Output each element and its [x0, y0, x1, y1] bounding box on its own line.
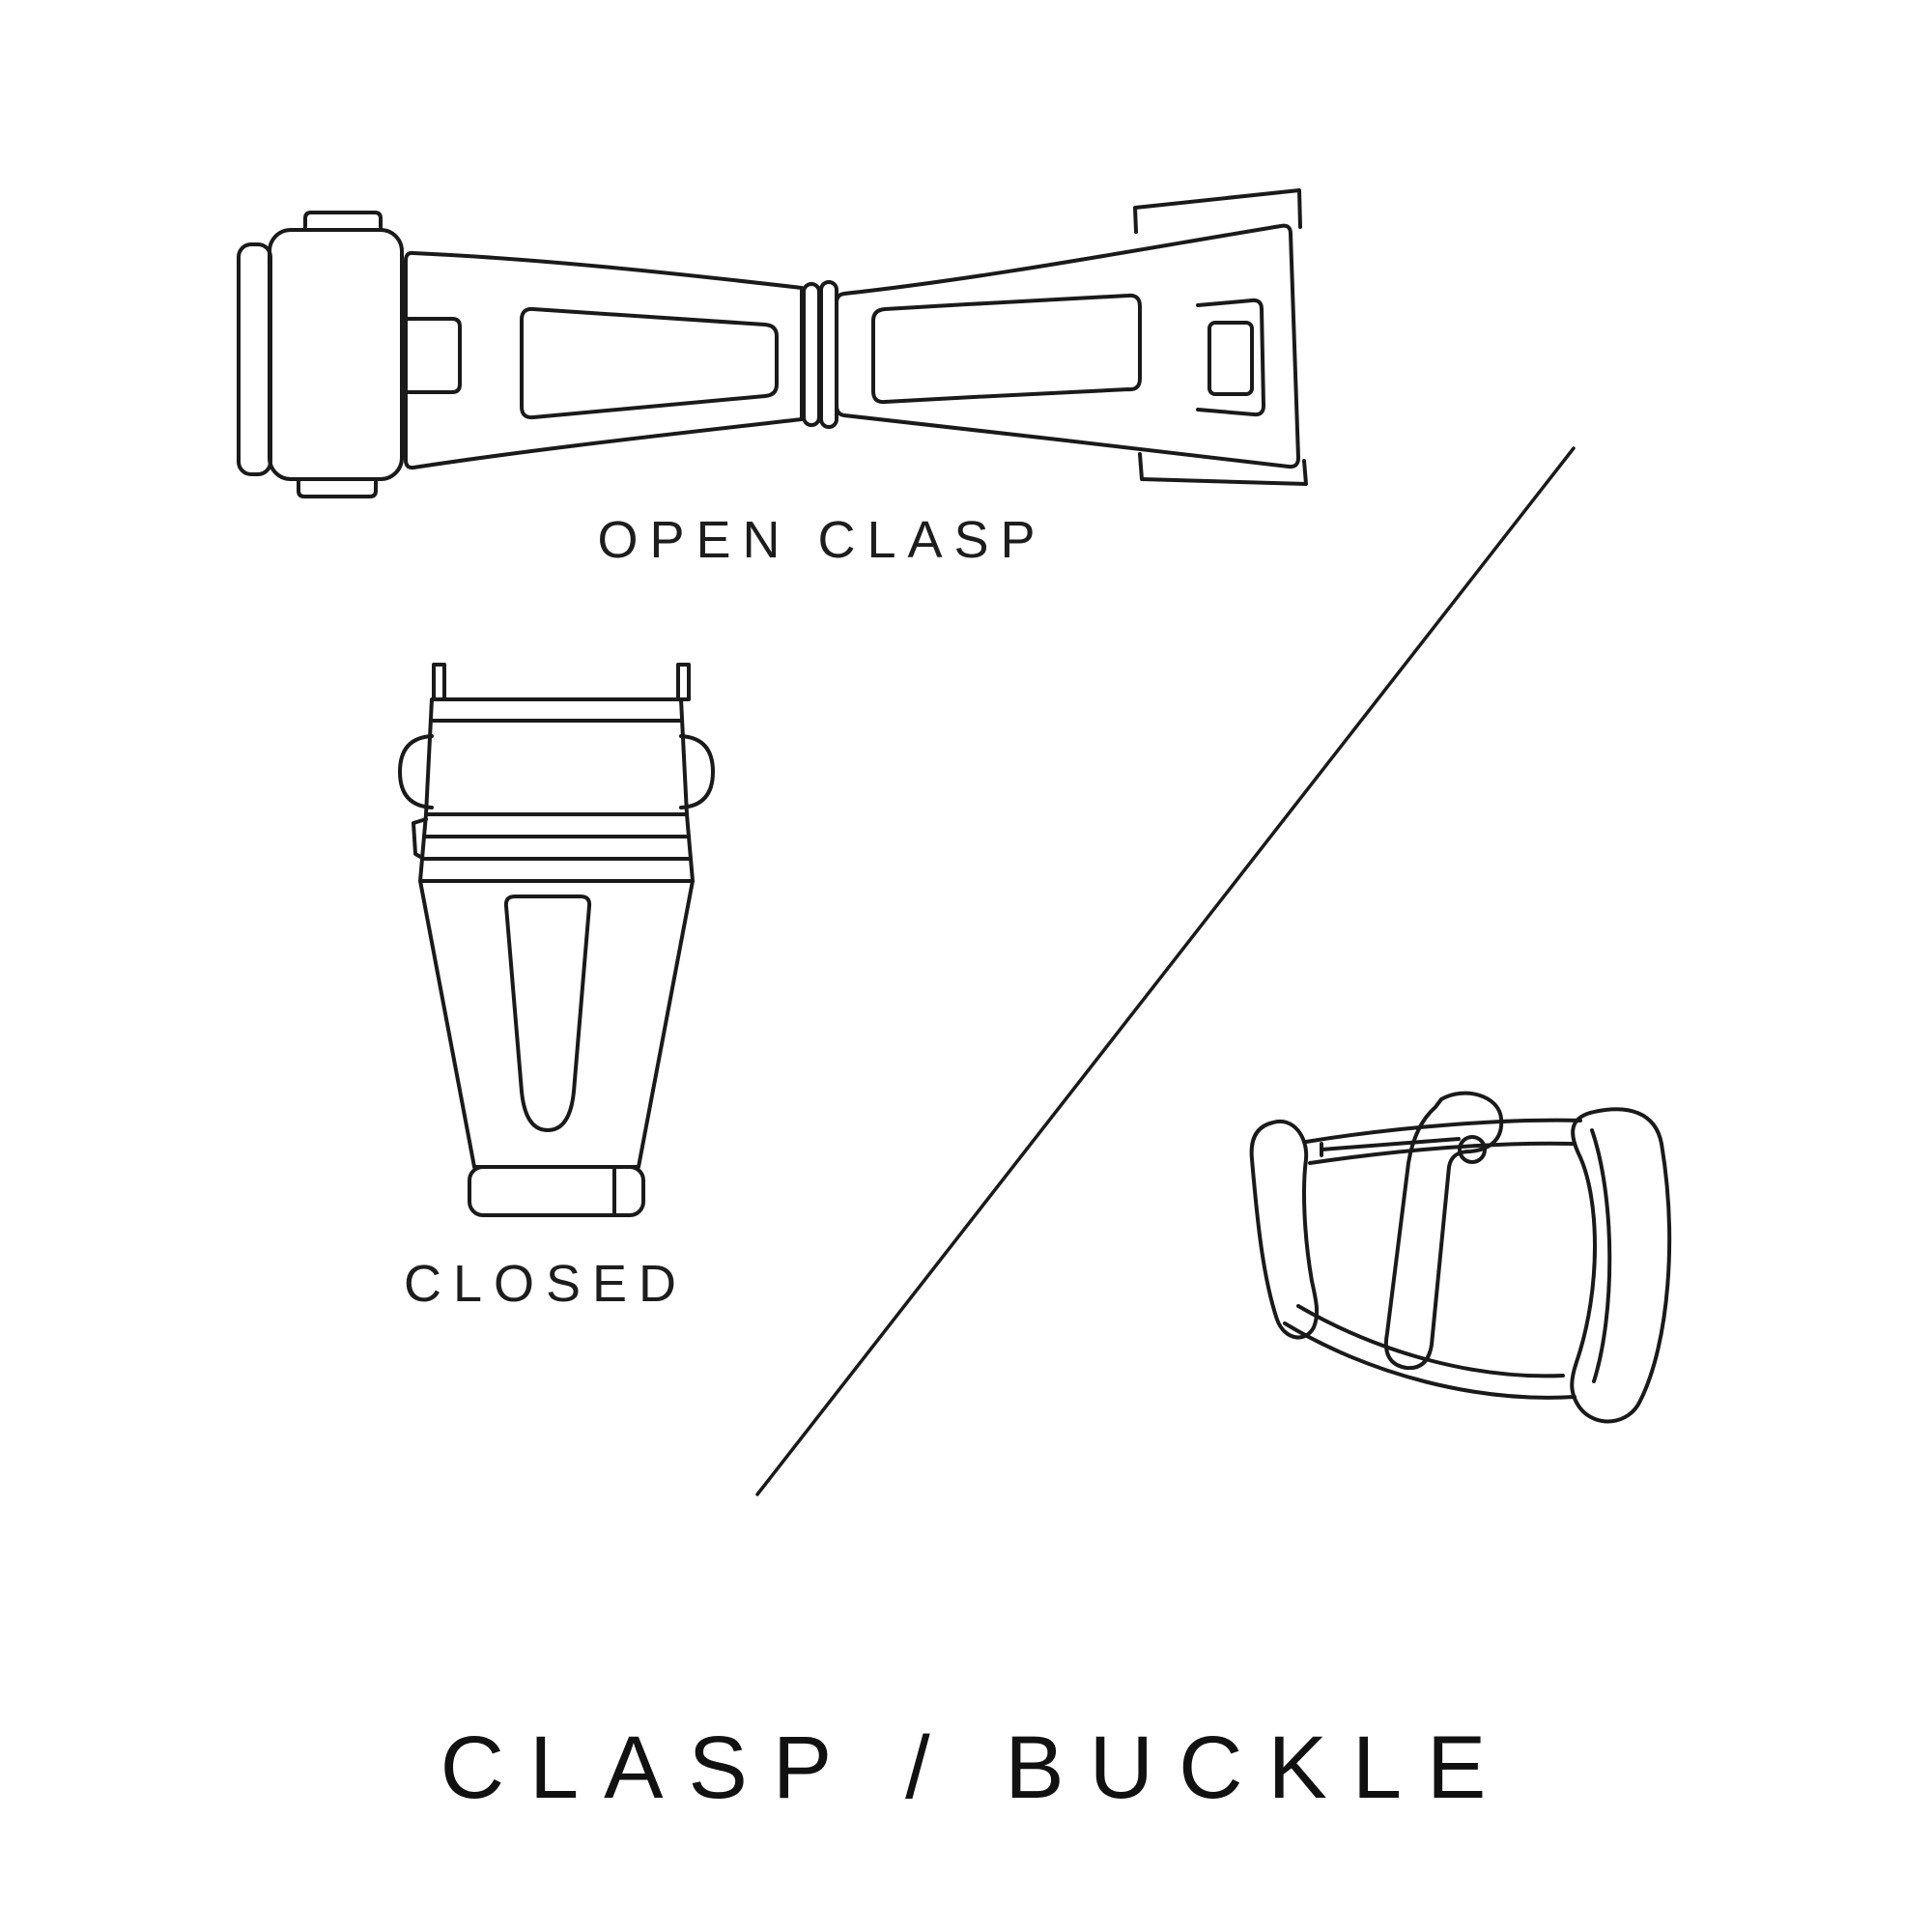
open-clasp-catch: [1196, 298, 1265, 417]
buckle-prong: [1384, 1091, 1504, 1371]
open-clasp-left-arm-inner: [520, 306, 779, 420]
closed-clasp-prong-left: [432, 663, 446, 701]
diagonal-divider: [755, 446, 1576, 1496]
open-clasp-right-arm-inner: [871, 293, 1142, 405]
buckle-illustration: [1249, 1091, 1672, 1424]
open-clasp-catch-cutout: [1208, 321, 1254, 396]
buckle-bottom-bar-inner: [1296, 1304, 1565, 1378]
open-clasp-bottom-tab: [297, 477, 378, 498]
open-clasp-top-tab: [303, 211, 383, 232]
closed-clasp-body: [418, 879, 695, 1169]
open-clasp-hinge-bar-1: [802, 282, 821, 427]
open-clasp-notch: [404, 317, 462, 394]
open-clasp-end-link: [237, 242, 272, 476]
closed-clasp-right-ear: [679, 734, 715, 810]
open-clasp-right-arm: [835, 223, 1300, 469]
open-clasp-left-block: [268, 228, 404, 481]
open-clasp-left-arm: [404, 250, 804, 470]
buckle-pin-bar: [1320, 1137, 1461, 1151]
buckle-left-side: [1249, 1119, 1320, 1340]
closed-clasp-label: CLOSED: [403, 1255, 689, 1313]
open-clasp-top-flange: [1133, 188, 1302, 234]
open-clasp-label: OPEN CLASP: [597, 511, 1047, 569]
closed-clasp-inner-slot: [503, 895, 592, 1132]
closed-clasp-prong-right: [676, 663, 691, 701]
closed-clasp-left-ear: [398, 734, 434, 810]
buckle-right-side: [1570, 1107, 1672, 1424]
buckle-top-bar-outer: [1304, 1118, 1582, 1144]
buckle-bottom-bar-outer: [1283, 1321, 1577, 1400]
closed-clasp-bottom-cap: [468, 1165, 645, 1217]
open-clasp-illustration: [237, 188, 1308, 498]
buckle-prong-ring: [1458, 1135, 1487, 1164]
buckle-top-bar-inner: [1308, 1141, 1577, 1165]
closed-clasp-bands: [418, 812, 695, 883]
closed-clasp-illustration: [398, 663, 715, 1217]
buckle-right-side-inner-line: [1590, 1128, 1612, 1383]
open-clasp-hinge-bar-2: [819, 280, 838, 429]
closed-clasp-top-block: [424, 697, 689, 816]
open-clasp-bottom-lip: [1138, 452, 1308, 486]
diagram-title: CLASP / BUCKLE: [440, 1719, 1512, 1817]
closed-clasp-left-step: [412, 817, 428, 860]
